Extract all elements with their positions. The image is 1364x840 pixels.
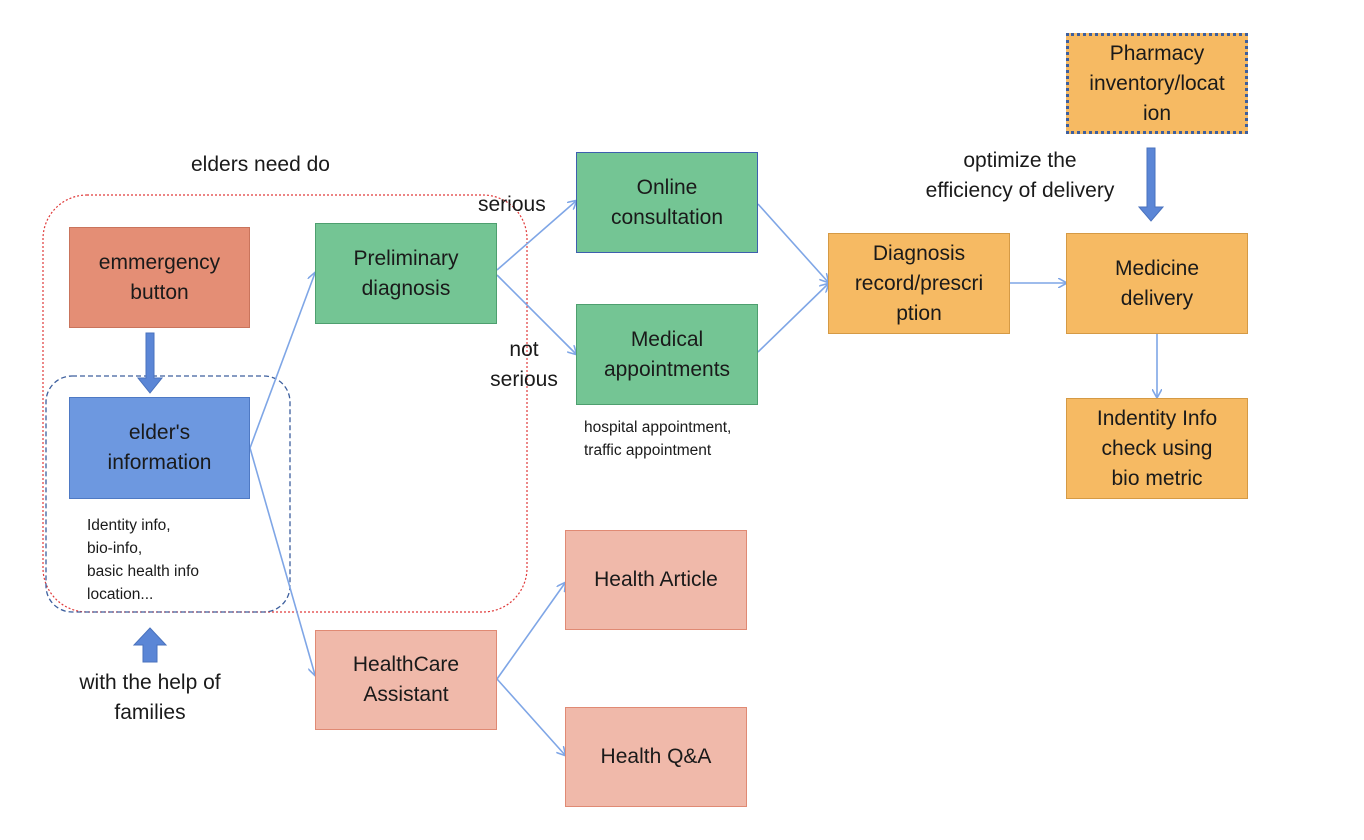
elders-need-do-region <box>42 194 528 613</box>
link-preliminary-medical <box>496 274 576 354</box>
not-serious-label: not serious <box>490 338 558 391</box>
emergency-button-node[interactable]: emmergency button <box>69 227 250 328</box>
identity-check-node[interactable]: Indentity Info check using bio metric <box>1066 398 1248 499</box>
block-arrow-families-up <box>132 627 168 663</box>
elder-info-region <box>45 375 291 613</box>
block-arrow-pharmacy-to-medicine <box>1137 147 1165 222</box>
appointment-details-note: hospital appointment, traffic appointmen… <box>584 419 732 459</box>
healthcare-assistant-node[interactable]: HealthCare Assistant <box>315 630 497 730</box>
families-help-label: with the help of families <box>79 671 221 724</box>
diagnosis-record-node[interactable]: Diagnosis record/prescri ption <box>828 233 1010 334</box>
medicine-delivery-node[interactable]: Medicine delivery <box>1066 233 1248 334</box>
pharmacy-inventory-node[interactable]: Pharmacy inventory/locat ion <box>1066 33 1248 134</box>
elder-info-details-note: Identity info, bio-info, basic health in… <box>87 517 200 603</box>
block-arrow-emergency-to-info <box>136 332 164 394</box>
optimize-delivery-label: optimize the efficiency of delivery <box>925 149 1115 202</box>
link-elderinfo-healthcare <box>249 447 315 675</box>
medical-appointments-node[interactable]: Medical appointments <box>576 304 758 405</box>
link-healthcare-qa <box>496 678 565 755</box>
link-healthcare-article <box>496 583 565 680</box>
link-preliminary-online <box>496 201 576 271</box>
health-article-node[interactable]: Health Article <box>565 530 747 630</box>
health-qa-node[interactable]: Health Q&A <box>565 707 747 807</box>
online-consultation-node[interactable]: Online consultation <box>576 152 758 253</box>
preliminary-diagnosis-node[interactable]: Preliminary diagnosis <box>315 223 497 324</box>
link-online-diagnosis <box>757 203 828 282</box>
elders-need-do-label: elders need do <box>191 153 330 176</box>
link-medical-diagnosis <box>757 284 828 353</box>
elder-information-node[interactable]: elder's information <box>69 397 250 499</box>
link-elderinfo-preliminary <box>249 273 315 449</box>
serious-label: serious <box>478 193 546 216</box>
